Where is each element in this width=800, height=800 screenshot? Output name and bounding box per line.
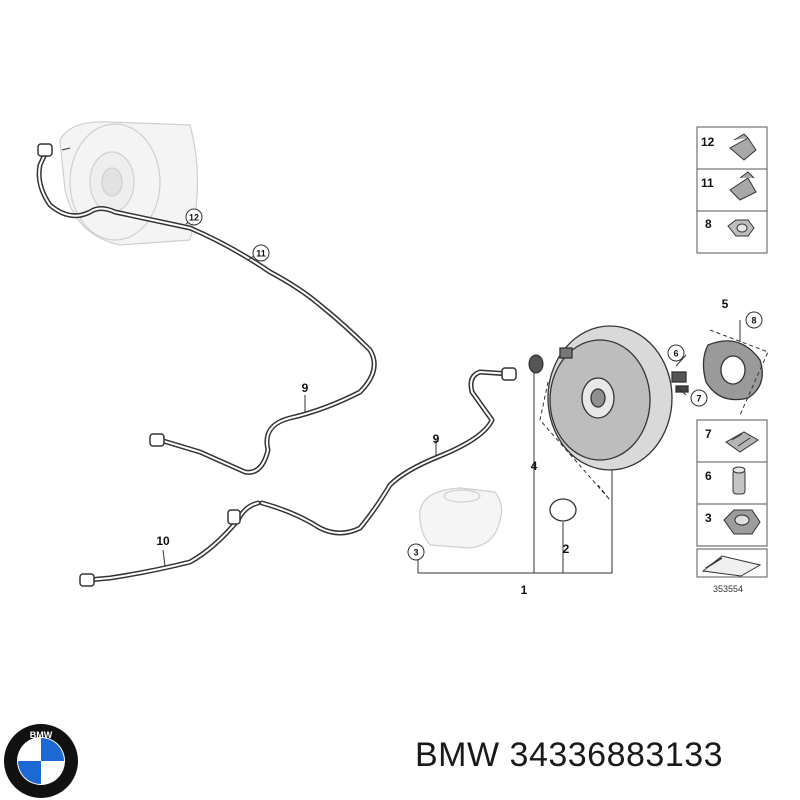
clip-12-icon bbox=[729, 133, 757, 161]
pin-icon bbox=[732, 466, 746, 495]
callout-4: 4 bbox=[531, 459, 538, 473]
callout-3: 3 bbox=[407, 543, 425, 561]
svg-text:11: 11 bbox=[701, 176, 714, 190]
grommet bbox=[528, 354, 544, 374]
svg-text:6: 6 bbox=[705, 469, 712, 483]
callout-5: 5 bbox=[722, 297, 729, 311]
ghost-fluid-reservoir bbox=[419, 487, 503, 549]
callout-10: 10 bbox=[156, 534, 170, 548]
bmw-logo: BMW bbox=[4, 724, 78, 798]
part-label: BMW 34336883133 bbox=[415, 736, 795, 775]
callout-9-upper: 9 bbox=[302, 381, 309, 395]
brand-name: BMW bbox=[415, 736, 500, 774]
dashed-leaders bbox=[539, 329, 769, 501]
svg-text:12: 12 bbox=[701, 135, 715, 149]
brake-booster bbox=[547, 325, 689, 471]
hex-nut-icon bbox=[727, 219, 755, 237]
part-number: 34336883133 bbox=[509, 736, 724, 774]
callout-1: 1 bbox=[521, 583, 528, 597]
svg-text:6: 6 bbox=[673, 349, 678, 359]
hex-nut-large-icon bbox=[723, 509, 761, 535]
svg-text:8: 8 bbox=[705, 217, 712, 231]
callout-2: 2 bbox=[563, 542, 570, 556]
svg-text:11: 11 bbox=[256, 249, 266, 259]
svg-text:8: 8 bbox=[751, 316, 756, 326]
legend-upper: 12 11 8 bbox=[696, 126, 768, 254]
svg-text:BMW: BMW bbox=[30, 730, 53, 740]
brake-line-lower bbox=[259, 367, 517, 536]
callout-8: 8 bbox=[745, 311, 763, 329]
svg-text:12: 12 bbox=[189, 213, 199, 223]
clip-11-icon bbox=[729, 171, 757, 201]
callout-11: 11 bbox=[252, 244, 270, 262]
callout-7: 7 bbox=[690, 389, 708, 407]
brake-line-10 bbox=[79, 500, 261, 587]
seal-ring bbox=[549, 498, 577, 522]
callout-9-lower: 9 bbox=[433, 432, 440, 446]
svg-text:3: 3 bbox=[413, 548, 418, 558]
callout-12: 12 bbox=[185, 208, 203, 226]
svg-text:3: 3 bbox=[705, 511, 712, 525]
svg-text:7: 7 bbox=[696, 394, 701, 404]
gasket bbox=[702, 340, 763, 401]
svg-text:7: 7 bbox=[705, 427, 712, 441]
callout-6: 6 bbox=[667, 344, 685, 362]
leader-lines bbox=[61, 147, 741, 574]
legend-lower: 7 6 3 bbox=[696, 419, 768, 547]
direction-arrow-box bbox=[696, 548, 768, 578]
spring-clip-icon bbox=[725, 431, 759, 453]
reference-number: 353554 bbox=[713, 584, 743, 594]
brake-line-upper bbox=[36, 143, 377, 475]
